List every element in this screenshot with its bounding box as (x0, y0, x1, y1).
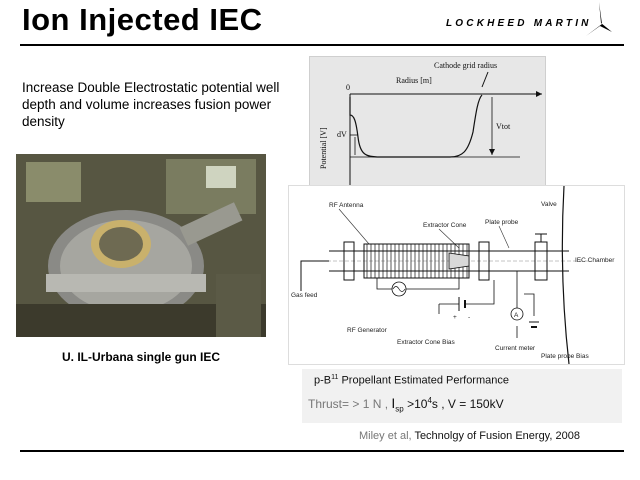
reference-authors: Miley et al, (359, 430, 415, 442)
plate-probe-bias-label: Plate probe Bias (541, 353, 589, 360)
extractor-flange (478, 241, 490, 281)
extractor-cone-bias-label: Extractor Cone Bias (397, 339, 456, 346)
top-rule (20, 44, 624, 46)
iec-device-photo (16, 154, 266, 337)
photo-caption: U. IL-Urbana single gun IEC (61, 350, 220, 364)
isp-subscript: sp (395, 404, 404, 414)
cathode-label: Cathode grid radius (434, 61, 497, 70)
bias-minus-label: - (468, 314, 470, 321)
origin-label: 0 (346, 83, 350, 92)
star-logo-icon (586, 2, 612, 36)
valve-label: Valve (541, 201, 557, 208)
plate-probe-leader (498, 225, 510, 249)
source-flange (343, 241, 355, 281)
bottom-rule (20, 450, 624, 452)
ammeter (510, 307, 524, 321)
iec-chamber-label: IEC Chamber (575, 257, 615, 264)
isp-symbol: I (391, 395, 396, 411)
lockheed-martin-logo: LOCKHEED MARTIN (446, 18, 592, 29)
extractor-cone-label: Extractor Cone (423, 222, 467, 229)
y-axis-label: Potential [V] (319, 127, 328, 169)
gas-feed-line (300, 260, 329, 291)
radius-axis-arrow (536, 91, 542, 97)
rf-antenna-leader (338, 208, 370, 245)
isp-value: >10 (403, 397, 428, 411)
rf-generator-wave (392, 286, 406, 292)
battery-icon (458, 297, 466, 311)
headline-text: Increase Double Electrostatic potential … (22, 80, 280, 129)
reference-citation: Miley et al, Technolgy of Fusion Energy,… (359, 430, 580, 442)
ion-injector-schematic: RF Antenna Extractor Cone Plate probe Va… (288, 185, 625, 365)
gas-feed-label: Gas feed (291, 292, 318, 299)
performance-title: p-B11 Propellant Estimated Performance (314, 374, 509, 387)
ammeter-label: A (514, 312, 519, 319)
current-meter-label: Current meter (495, 345, 536, 352)
performance-values: Thrust= > 1 N , Isp >104s , V = 150kV (308, 395, 504, 413)
rf-generator-label: RF Generator (347, 327, 388, 334)
plate-probe-label: Plate probe (485, 219, 519, 226)
extractor-cone-leader (438, 228, 460, 249)
rf-antenna-label: RF Antenna (329, 202, 364, 209)
probe-circuit (516, 271, 535, 338)
performance-title-sup: 11 (331, 374, 339, 381)
probe-bias-icon (529, 321, 539, 328)
performance-title-post: Propellant Estimated Performance (338, 374, 509, 387)
rf-generator-leads (376, 278, 460, 290)
performance-title-pre: p-B (314, 374, 332, 387)
reference-source: Technolgy of Fusion Energy, 2008 (414, 430, 580, 442)
slide-title: Ion Injected IEC (22, 2, 263, 37)
dv-label: dV (337, 130, 347, 139)
valve-handle (535, 233, 547, 242)
potential-well-graph: Cathode grid radius Radius [m] 0 Potenti… (309, 56, 546, 200)
bias-plus-label: + (453, 314, 457, 321)
performance-box: p-B11 Propellant Estimated Performance T… (302, 369, 622, 423)
extractor-bias-circuit (438, 280, 495, 314)
extractor-cone (448, 252, 470, 270)
cathode-pointer (481, 71, 489, 88)
thrust-label: Thrust= > 1 N , (308, 397, 389, 411)
isp-unit: s (431, 397, 438, 411)
vtot-arrow-head (489, 149, 495, 155)
isp-exponent: 4 (427, 396, 432, 405)
potential-curve (349, 94, 483, 158)
voltage-value: , V = 150kV (437, 397, 504, 411)
vtot-label: Vtot (496, 122, 511, 131)
chamber-wall (561, 185, 570, 365)
radius-label: Radius [m] (396, 76, 432, 85)
